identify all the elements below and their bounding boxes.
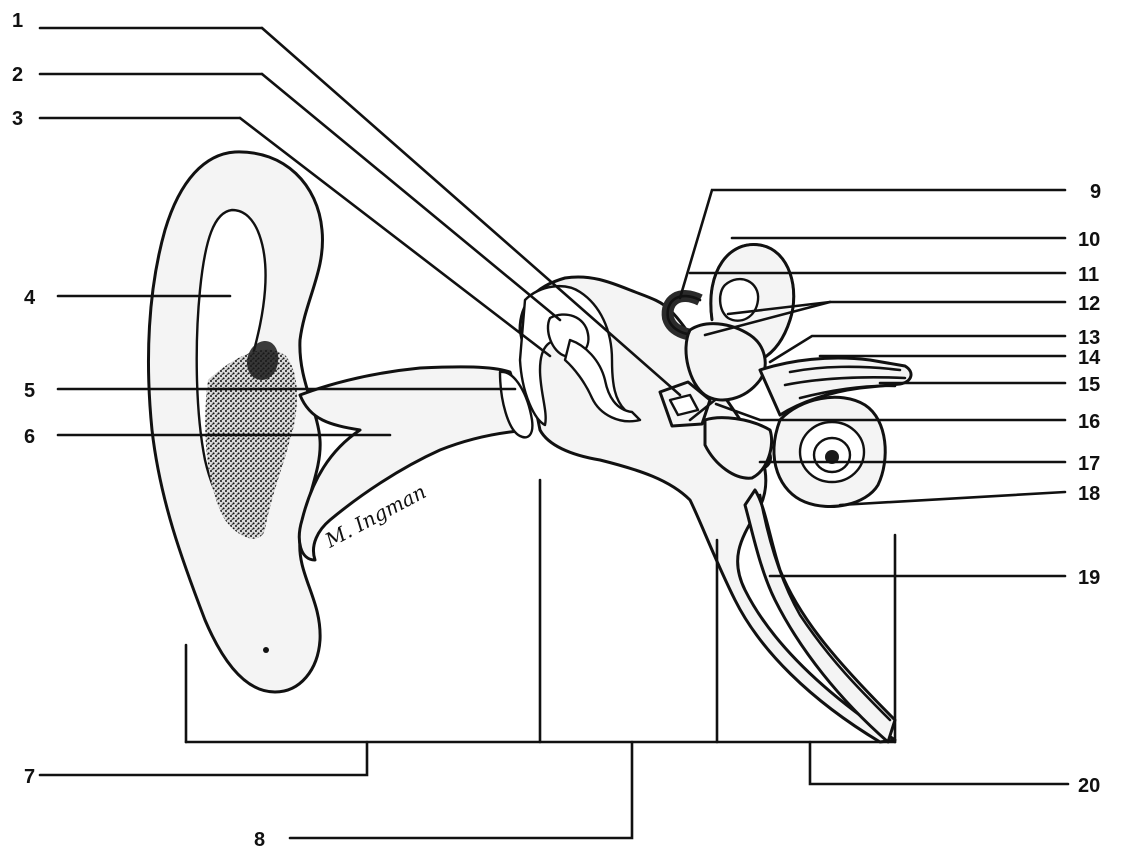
label-15: 15 [1078,374,1100,396]
lateral-canal [720,279,758,321]
label-10: 10 [1078,229,1100,251]
label-3: 3 [12,108,23,130]
label-6: 6 [24,426,35,448]
label-14: 14 [1078,347,1101,369]
label-18: 18 [1078,483,1100,505]
lobule-mark [263,647,269,653]
ear-illustration: M. Ingman [148,152,911,742]
label-8: 8 [254,829,265,851]
label-19: 19 [1078,567,1100,589]
label-12: 12 [1078,293,1100,315]
cochlea [774,397,885,506]
label-2: 2 [12,64,23,86]
label-20: 20 [1078,775,1100,797]
label-13: 13 [1078,327,1100,349]
label-17: 17 [1078,453,1100,475]
label-16: 16 [1078,411,1100,433]
label-5: 5 [24,380,35,402]
label-7: 7 [24,766,35,788]
label-9: 9 [1090,181,1101,203]
label-11: 11 [1078,264,1099,286]
label-4: 4 [24,287,36,309]
label-1: 1 [12,10,23,32]
